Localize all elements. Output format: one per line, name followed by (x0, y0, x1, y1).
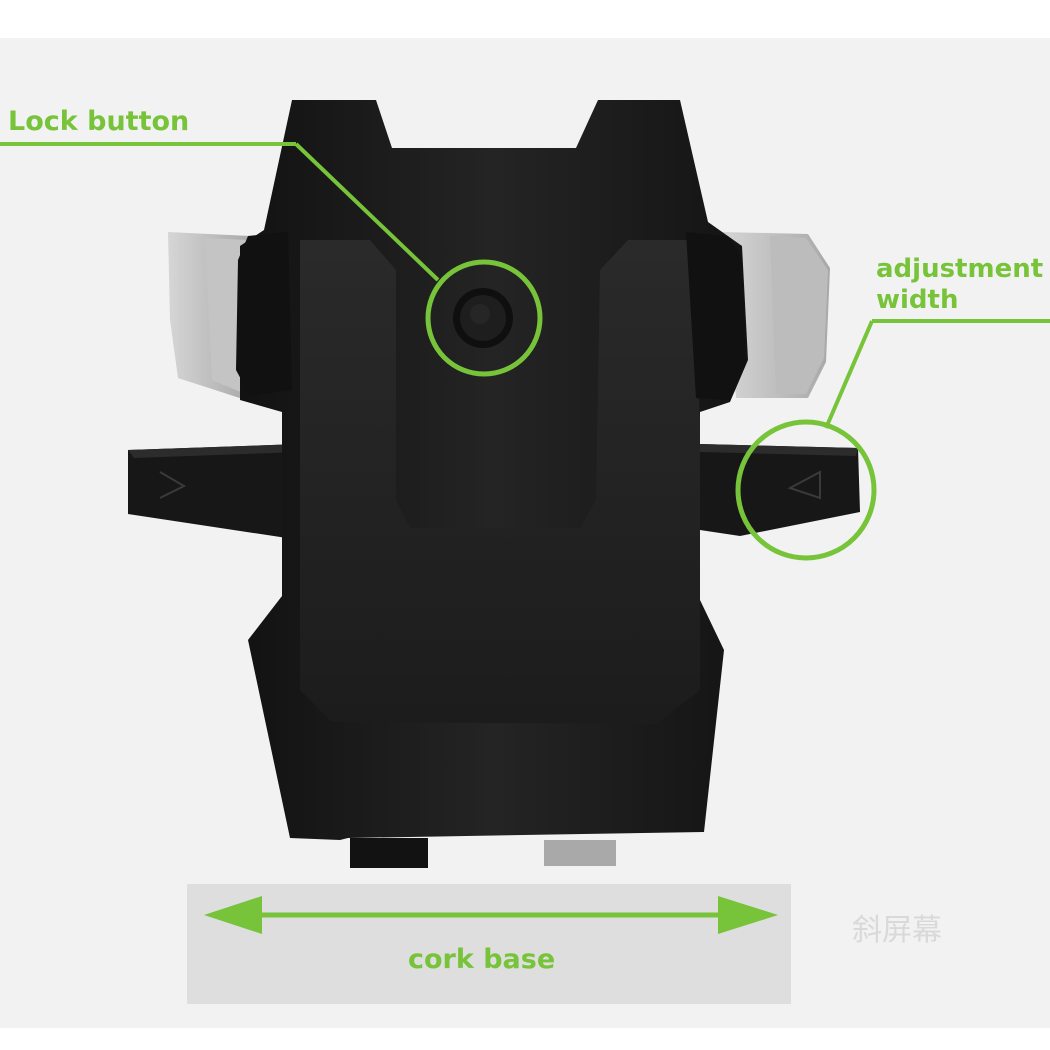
double-arrow-icon (204, 896, 778, 934)
left-grip (236, 232, 292, 396)
right-clamp-extended (722, 232, 830, 398)
cork-base-panel (187, 884, 791, 1004)
triangle-right-icon (159, 471, 187, 499)
lock-button-callout (0, 142, 543, 377)
cork-base-label: cork base (408, 944, 556, 975)
adjustment-width-callout (735, 319, 1050, 561)
face-panel (300, 240, 700, 724)
right-grip (686, 232, 746, 400)
lock-button (453, 288, 513, 348)
triangle-left-icon (787, 470, 821, 500)
adjustment-width-label-line1: adjustment (876, 254, 1044, 284)
adjustment-width-label-line2: width (876, 285, 959, 315)
watermark-text: 斜屏幕 (852, 913, 942, 948)
left-foot (350, 838, 428, 868)
right-foot (544, 840, 616, 866)
lock-button-label: Lock button (8, 106, 190, 137)
